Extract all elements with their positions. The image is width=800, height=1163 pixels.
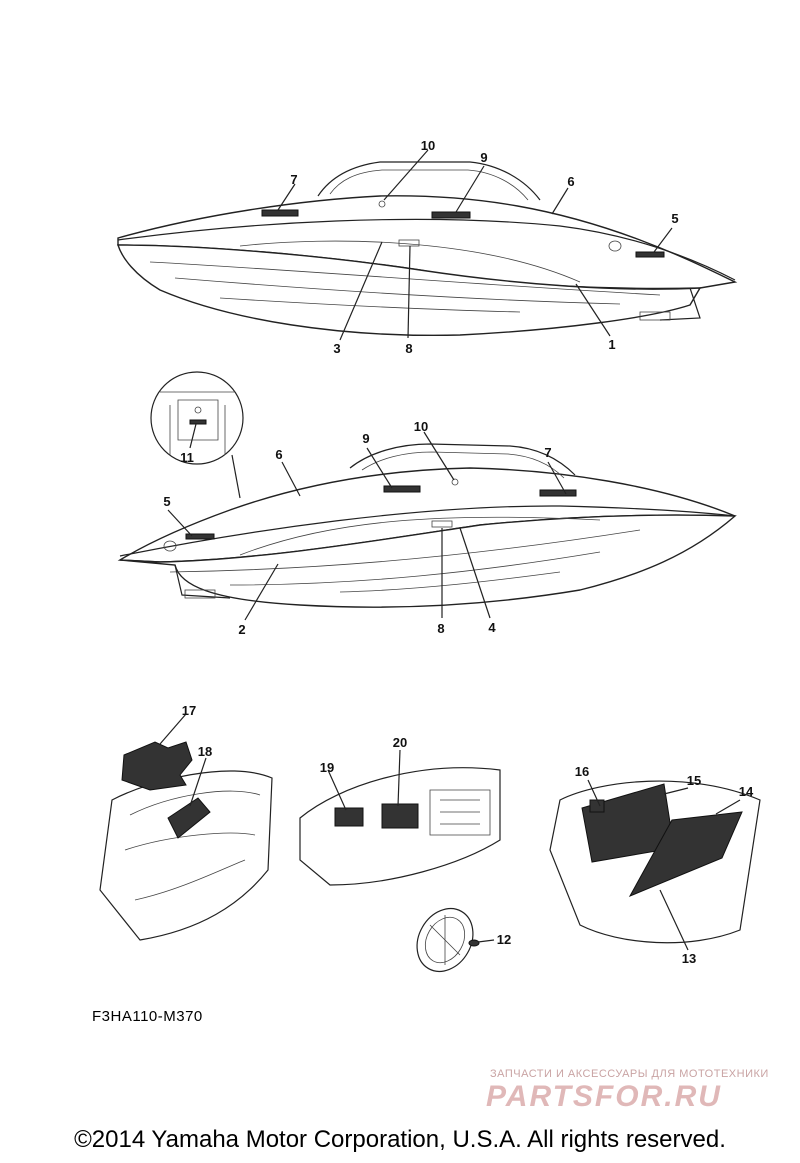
dash-console-view: [299, 767, 501, 886]
callout-3: 3: [333, 341, 340, 356]
boat-side-view-top: [117, 161, 738, 337]
callout-12: 12: [497, 932, 511, 947]
callout-9-top: 9: [480, 150, 487, 165]
callout-7-top: 7: [290, 172, 297, 187]
callout-5-top: 5: [671, 211, 678, 226]
leader-lines: [159, 149, 741, 951]
callout-13: 13: [682, 951, 696, 966]
callout-16: 16: [575, 764, 589, 779]
steering-wheel-view: [416, 908, 480, 972]
callout-7-bottom: 7: [544, 445, 551, 460]
callout-9-bottom: 9: [362, 431, 369, 446]
callout-6-bottom: 6: [275, 447, 282, 462]
callout-4: 4: [488, 620, 496, 635]
watermark-tagline: ЗАПЧАСТИ И АКСЕССУАРЫ ДЛЯ МОТОТЕХНИКИ: [490, 1068, 769, 1080]
callout-2: 2: [238, 622, 245, 637]
callout-10-bottom: 10: [414, 419, 428, 434]
callout-15: 15: [687, 773, 701, 788]
callout-20: 20: [393, 735, 407, 750]
callout-11: 11: [180, 450, 194, 465]
callout-19: 19: [320, 760, 334, 775]
callout-14: 14: [739, 784, 754, 799]
callout-numbers: 1 2 3 4 5 5 6 6 7 7 8 8 9 9 10 10 11 12 …: [163, 138, 754, 966]
detail-inset-11: [150, 371, 244, 499]
watermark-brand: PARTSFOR.RU: [486, 1080, 722, 1113]
callout-18: 18: [198, 744, 212, 759]
copyright-notice: ©2014 Yamaha Motor Corporation, U.S.A. A…: [74, 1126, 726, 1153]
stern-platform-view: [549, 780, 761, 944]
callout-8-top: 8: [405, 341, 412, 356]
bow-interior-view: [99, 741, 273, 941]
boat-side-view-bottom: [117, 443, 737, 608]
callout-6-top: 6: [567, 174, 574, 189]
callout-10-top: 10: [421, 138, 435, 153]
callout-5-bottom: 5: [163, 494, 170, 509]
callout-8-bottom: 8: [437, 621, 444, 636]
callout-1: 1: [608, 337, 615, 352]
figure-code: F3HA110-M370: [92, 1008, 203, 1025]
callout-17: 17: [182, 703, 196, 718]
